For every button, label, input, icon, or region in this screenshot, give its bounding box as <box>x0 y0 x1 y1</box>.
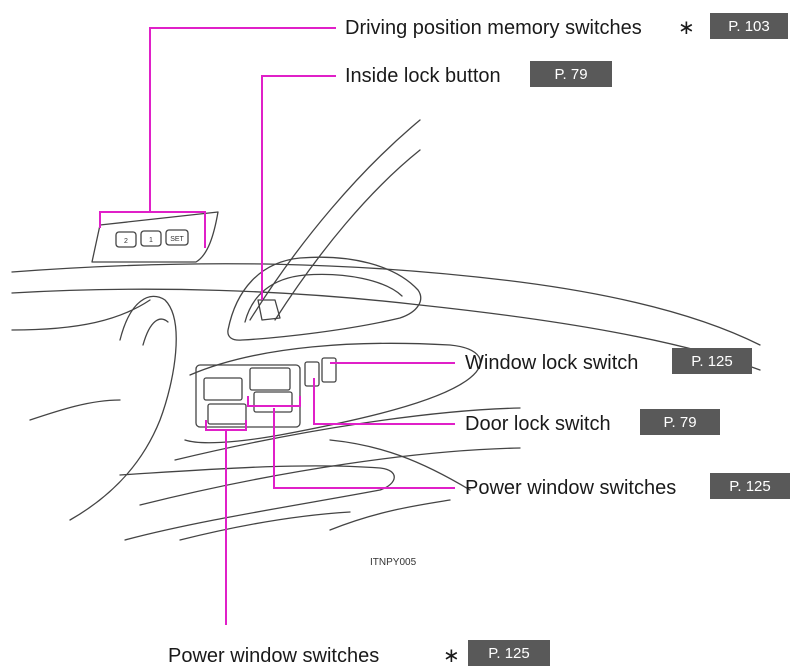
memory-switches-label: Driving position memory switches <box>345 17 642 39</box>
window-switch-3 <box>208 404 246 424</box>
door-lock-label: Door lock switch <box>465 413 611 435</box>
leader-lines <box>100 28 455 625</box>
window-switch-2 <box>250 368 290 390</box>
power-window-passenger-label: Power window switches <box>168 645 379 667</box>
power-window-passenger-ref: P. 125 <box>488 645 529 662</box>
armrest-swoosh <box>70 296 176 520</box>
illustration-code: ITNPY005 <box>370 557 417 568</box>
window-lock-switch <box>322 358 336 382</box>
inside-lock-ref: P. 79 <box>554 66 587 83</box>
leader-memory <box>150 28 336 212</box>
door-handle-pocket-inner <box>245 274 402 322</box>
leader-power-window-driver <box>274 408 455 488</box>
memory-buttons: 2 1 SET <box>116 230 188 247</box>
upper-trim-line-2 <box>12 289 760 370</box>
door-pocket-inner <box>180 512 350 540</box>
door-bottom-line <box>330 440 470 490</box>
upper-trim-line <box>12 264 760 345</box>
inside-lock-label: Inside lock button <box>345 65 501 87</box>
door-lock-switch <box>305 362 319 386</box>
door-lock-ref: P. 79 <box>663 414 696 431</box>
window-lock-ref: P. 125 <box>691 353 732 370</box>
memory-switches-ref: P. 103 <box>728 18 769 35</box>
power-window-driver-label: Power window switches <box>465 477 676 499</box>
door-bottom-line-2 <box>330 500 450 530</box>
door-pocket <box>120 466 394 540</box>
memory-button-1-label: 1 <box>149 237 153 244</box>
window-switch-1 <box>204 378 242 400</box>
armrest-swoosh-inner <box>143 319 168 345</box>
power-window-driver-ref: P. 125 <box>729 478 770 495</box>
door-lower-curve-2 <box>30 400 120 420</box>
armrest-edge-2 <box>140 448 520 505</box>
window-lock-label: Window lock switch <box>465 352 638 374</box>
memory-switches-star: ∗ <box>678 17 695 39</box>
bracket-power-window-passenger <box>206 420 246 430</box>
memory-button-set-label: SET <box>170 236 184 243</box>
leader-door-lock <box>314 378 455 424</box>
memory-button-2-label: 2 <box>124 238 128 245</box>
power-window-passenger-star: ∗ <box>443 645 460 667</box>
